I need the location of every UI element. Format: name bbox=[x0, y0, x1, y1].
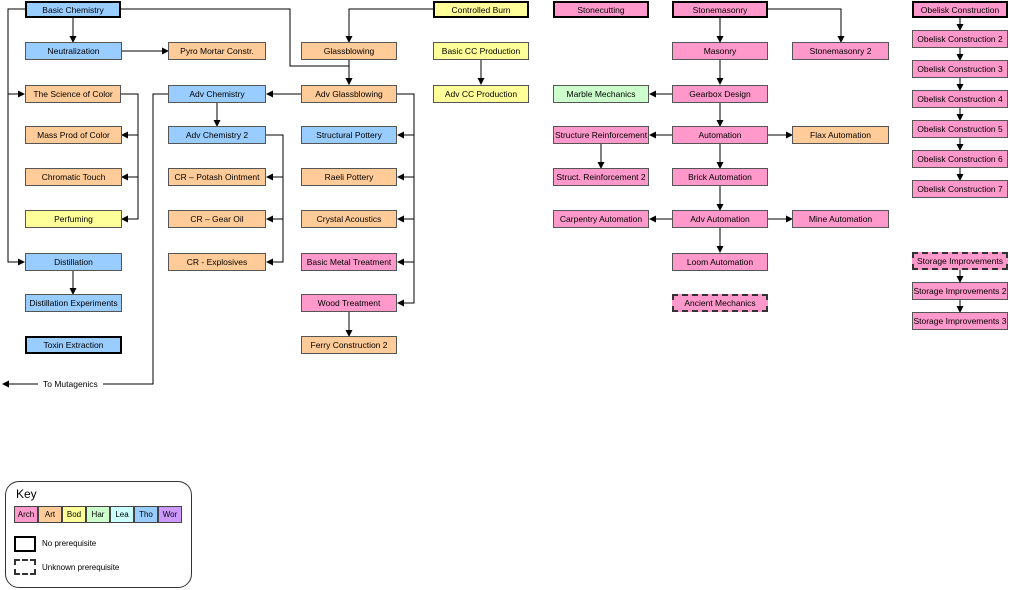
node-mass-prod-color[interactable]: Mass Prod of Color bbox=[25, 126, 122, 144]
node-neutralization[interactable]: Neutralization bbox=[25, 42, 122, 60]
node-adv-chemistry[interactable]: Adv Chemistry bbox=[168, 85, 266, 103]
node-chromatic-touch[interactable]: Chromatic Touch bbox=[25, 168, 122, 186]
node-brick-automation[interactable]: Brick Automation bbox=[672, 168, 768, 186]
node-adv-automation[interactable]: Adv Automation bbox=[672, 210, 768, 228]
node-obelisk-construction-3[interactable]: Obelisk Construction 3 bbox=[912, 60, 1008, 78]
node-obelisk-construction-7[interactable]: Obelisk Construction 7 bbox=[912, 180, 1008, 198]
legend-unknown-prereq-box bbox=[14, 559, 36, 575]
node-wood-treatment[interactable]: Wood Treatment bbox=[301, 294, 397, 312]
legend-swatch-lea: Lea bbox=[110, 506, 134, 523]
node-struct-reinforcement-2[interactable]: Struct. Reinforcement 2 bbox=[553, 168, 649, 186]
node-stonemasonry[interactable]: Stonemasonry bbox=[672, 1, 768, 18]
node-gearbox-design[interactable]: Gearbox Design bbox=[672, 85, 768, 103]
node-masonry[interactable]: Masonry bbox=[672, 42, 768, 60]
node-cr-gear-oil[interactable]: CR – Gear Oil bbox=[168, 210, 266, 228]
to-mutagenics-label[interactable]: To Mutagenics bbox=[43, 379, 98, 389]
node-carpentry-automation[interactable]: Carpentry Automation bbox=[553, 210, 649, 228]
node-basic-metal-treatment[interactable]: Basic Metal Treatment bbox=[301, 253, 397, 271]
node-obelisk-construction-4[interactable]: Obelisk Construction 4 bbox=[912, 90, 1008, 108]
node-pyro-mortar[interactable]: Pyro Mortar Constr. bbox=[168, 42, 266, 60]
legend-swatch-har: Har bbox=[86, 506, 110, 523]
legend-swatch-arch: Arch bbox=[14, 506, 38, 523]
node-storage-improvements-3[interactable]: Storage Improvements 3 bbox=[912, 312, 1008, 330]
legend-swatch-tho: Tho bbox=[134, 506, 158, 523]
node-automation[interactable]: Automation bbox=[672, 126, 768, 144]
node-obelisk-construction[interactable]: Obelisk Construction bbox=[912, 1, 1008, 18]
node-obelisk-construction-5[interactable]: Obelisk Construction 5 bbox=[912, 120, 1008, 138]
node-crystal-acoustics[interactable]: Crystal Acoustics bbox=[301, 210, 397, 228]
legend-title: Key bbox=[16, 487, 37, 501]
node-glassblowing[interactable]: Glassblowing bbox=[301, 42, 397, 60]
node-stonecutting[interactable]: Stonecutting bbox=[553, 1, 649, 18]
node-cr-potash[interactable]: CR – Potash Ointment bbox=[168, 168, 266, 186]
legend-unknown-prereq-label: Unknown prerequisite bbox=[42, 563, 120, 572]
node-flax-automation[interactable]: Flax Automation bbox=[792, 126, 889, 144]
legend-panel: Key Arch Art Bod Har Lea Tho Wor No prer… bbox=[5, 481, 192, 588]
node-perfuming[interactable]: Perfuming bbox=[25, 210, 122, 228]
node-obelisk-construction-6[interactable]: Obelisk Construction 6 bbox=[912, 150, 1008, 168]
node-controlled-burn[interactable]: Controlled Burn bbox=[433, 1, 529, 18]
node-stonemasonry-2[interactable]: Stonemasonry 2 bbox=[792, 42, 889, 60]
node-basic-chemistry[interactable]: Basic Chemistry bbox=[25, 1, 121, 18]
node-distillation[interactable]: Distillation bbox=[25, 253, 122, 271]
node-obelisk-construction-2[interactable]: Obelisk Construction 2 bbox=[912, 30, 1008, 48]
node-storage-improvements-2[interactable]: Storage Improvements 2 bbox=[912, 282, 1008, 300]
node-ferry-construction-2[interactable]: Ferry Construction 2 bbox=[301, 336, 397, 354]
node-mine-automation[interactable]: Mine Automation bbox=[792, 210, 889, 228]
node-marble-mechanics[interactable]: Marble Mechanics bbox=[553, 85, 649, 103]
legend-swatch-bod: Bod bbox=[62, 506, 86, 523]
node-basic-cc-production[interactable]: Basic CC Production bbox=[433, 42, 529, 60]
node-adv-cc-production[interactable]: Adv CC Production bbox=[433, 85, 529, 103]
node-structural-pottery[interactable]: Structural Pottery bbox=[301, 126, 397, 144]
legend-no-prereq-box bbox=[14, 536, 36, 552]
legend-swatch-wor: Wor bbox=[158, 506, 182, 523]
node-structure-reinforcement[interactable]: Structure Reinforcement bbox=[553, 126, 649, 144]
node-distillation-experiments[interactable]: Distillation Experiments bbox=[25, 294, 122, 312]
node-storage-improvements[interactable]: Storage Improvements bbox=[912, 252, 1008, 270]
node-toxin-extraction[interactable]: Toxin Extraction bbox=[25, 336, 122, 354]
node-cr-explosives[interactable]: CR - Explosives bbox=[168, 253, 266, 271]
node-loom-automation[interactable]: Loom Automation bbox=[672, 253, 768, 271]
node-adv-glassblowing[interactable]: Adv Glassblowing bbox=[301, 85, 397, 103]
legend-no-prereq-label: No prerequisite bbox=[42, 539, 97, 548]
node-ancient-mechanics[interactable]: Ancient Mechanics bbox=[672, 294, 768, 312]
legend-swatch-art: Art bbox=[38, 506, 62, 523]
node-science-of-color[interactable]: The Science of Color bbox=[25, 85, 121, 103]
node-raeli-pottery[interactable]: Raeli Pottery bbox=[301, 168, 397, 186]
node-adv-chemistry-2[interactable]: Adv Chemistry 2 bbox=[168, 126, 266, 144]
